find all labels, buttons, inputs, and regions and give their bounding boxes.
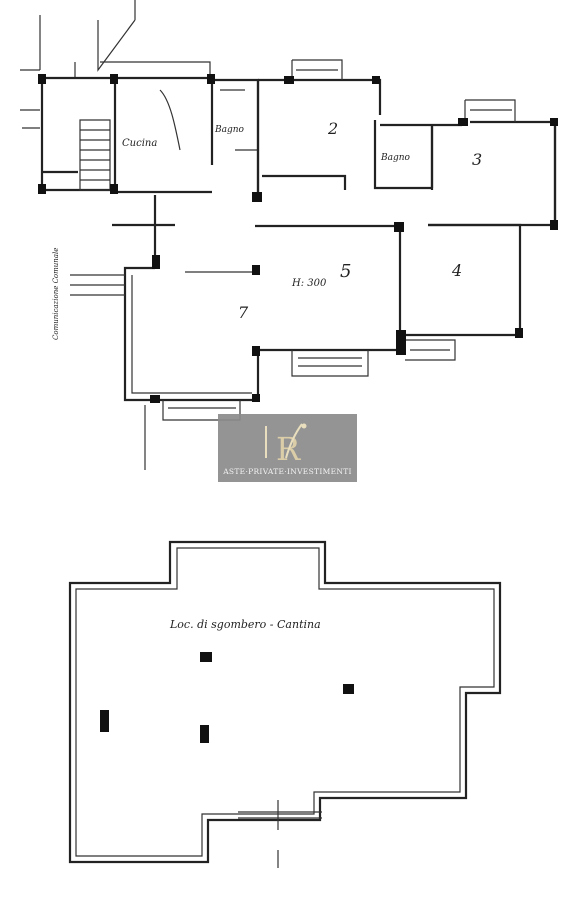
room-label-cucina: Cucina xyxy=(122,138,157,149)
room-label-bagno: Bagno xyxy=(214,125,245,135)
watermark-text: ASTE·PRIVATE·INVESTIMENTI xyxy=(223,467,352,476)
watermark-logo: R ASTE·PRIVATE·INVESTIMENTI xyxy=(218,414,357,482)
logo-mark-icon: R xyxy=(265,423,307,468)
lower-floor-plan: Loc. di sgombero - Cantina xyxy=(68,540,502,868)
room-label-bagno-2: Bagno xyxy=(380,153,411,163)
side-note: Comunicazione Comunale xyxy=(52,248,60,340)
room-label-3: 3 xyxy=(472,150,482,169)
room-label-7: 7 xyxy=(238,303,249,322)
upper-floor-plan: Cucina Bagno 2 Bagno 3 4 5 7 H: 300 Comu… xyxy=(20,0,558,470)
room-label-4: 4 xyxy=(451,261,462,280)
height-note: H: 300 xyxy=(291,278,327,289)
lower-floor-label: Loc. di sgombero - Cantina xyxy=(169,618,321,631)
room-label-2: 2 xyxy=(327,119,338,138)
room-label-5: 5 xyxy=(340,261,351,282)
